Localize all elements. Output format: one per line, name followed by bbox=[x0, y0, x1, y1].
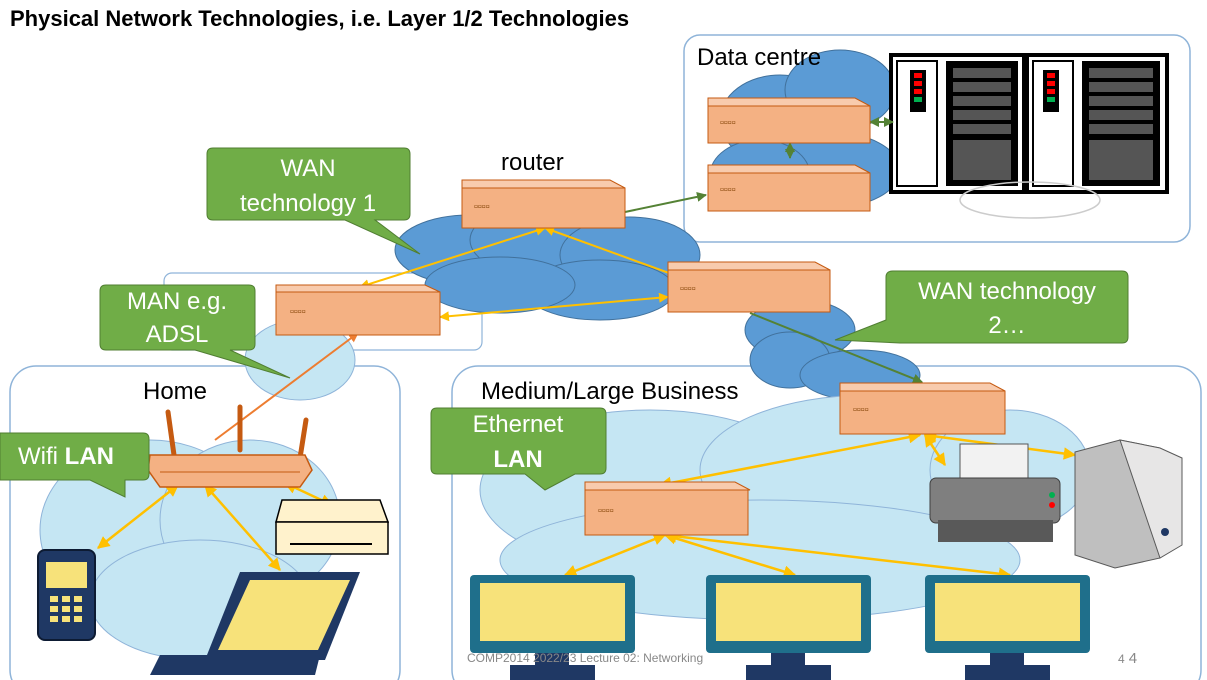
svg-text:▫▫▫▫: ▫▫▫▫ bbox=[290, 306, 306, 318]
link-wan2-business bbox=[749, 312, 923, 384]
svg-text:▫▫▫▫: ▫▫▫▫ bbox=[720, 117, 736, 129]
callout-ethernet-lan: Ethernet LAN bbox=[430, 407, 607, 491]
slide-footer: COMP2014 2022/23 Lecture 02: Networking bbox=[467, 651, 704, 665]
svg-text:Ethernet: Ethernet bbox=[473, 411, 564, 438]
svg-text:2…: 2… bbox=[988, 312, 1025, 339]
svg-text:WAN: WAN bbox=[280, 155, 335, 182]
link-router-wan2 bbox=[544, 226, 681, 279]
laptop-icon bbox=[150, 572, 360, 675]
monitor-2 bbox=[706, 575, 871, 680]
router-label: router bbox=[501, 149, 564, 176]
printer-icon bbox=[929, 443, 1061, 542]
slide-number-small: 4 bbox=[1118, 652, 1125, 666]
svg-text:▫▫▫▫: ▫▫▫▫ bbox=[474, 201, 490, 213]
drive-icon bbox=[275, 499, 390, 555]
monitor-3 bbox=[925, 575, 1090, 680]
server-rack-right bbox=[959, 53, 1169, 219]
home-label: Home bbox=[143, 378, 207, 405]
svg-text:▫▫▫▫: ▫▫▫▫ bbox=[598, 505, 614, 517]
business-label: Medium/Large Business bbox=[481, 378, 738, 405]
callout-wifi-lan: Wifi LAN bbox=[0, 432, 150, 498]
page-title: Physical Network Technologies, i.e. Laye… bbox=[10, 6, 630, 31]
svg-text:Wifi LAN: Wifi LAN bbox=[18, 443, 114, 470]
computer-tower-icon bbox=[1074, 439, 1183, 569]
links bbox=[97, 117, 1077, 580]
slide-number-large: 4 bbox=[1128, 650, 1138, 667]
monitor-1 bbox=[470, 575, 635, 680]
wifi-router bbox=[147, 404, 313, 488]
svg-text:▫▫▫▫: ▫▫▫▫ bbox=[853, 404, 869, 416]
link-router-man bbox=[359, 225, 546, 290]
router-wan2: ▫▫▫▫ bbox=[667, 261, 831, 313]
link-man-wan2 bbox=[439, 292, 669, 322]
callout-wan1: WAN technology 1 bbox=[206, 147, 421, 255]
svg-text:▫▫▫▫: ▫▫▫▫ bbox=[720, 184, 736, 196]
router-business-lan: ▫▫▫▫ bbox=[584, 481, 751, 536]
router-dc-bottom: ▫▫▫▫ bbox=[707, 164, 871, 212]
phone-icon bbox=[37, 549, 96, 641]
svg-text:ADSL: ADSL bbox=[146, 321, 209, 348]
svg-text:MAN e.g.: MAN e.g. bbox=[127, 288, 227, 315]
router-dc-top: ▫▫▫▫ bbox=[707, 97, 871, 144]
svg-text:LAN: LAN bbox=[493, 446, 542, 473]
svg-text:▫▫▫▫: ▫▫▫▫ bbox=[680, 283, 696, 295]
callout-wan2: WAN technology 2… bbox=[834, 270, 1129, 344]
data-centre-label: Data centre bbox=[697, 44, 821, 71]
callout-man: MAN e.g. ADSL bbox=[99, 284, 291, 379]
router-business-edge: ▫▫▫▫ bbox=[839, 382, 1006, 435]
router-man: ▫▫▫▫ bbox=[275, 284, 441, 336]
server-rack-left bbox=[889, 53, 1026, 194]
svg-text:WAN technology: WAN technology bbox=[918, 278, 1096, 305]
link-router-dc bbox=[624, 191, 707, 213]
router-core: ▫▫▫▫ bbox=[461, 179, 626, 229]
svg-text:technology 1: technology 1 bbox=[240, 190, 376, 217]
